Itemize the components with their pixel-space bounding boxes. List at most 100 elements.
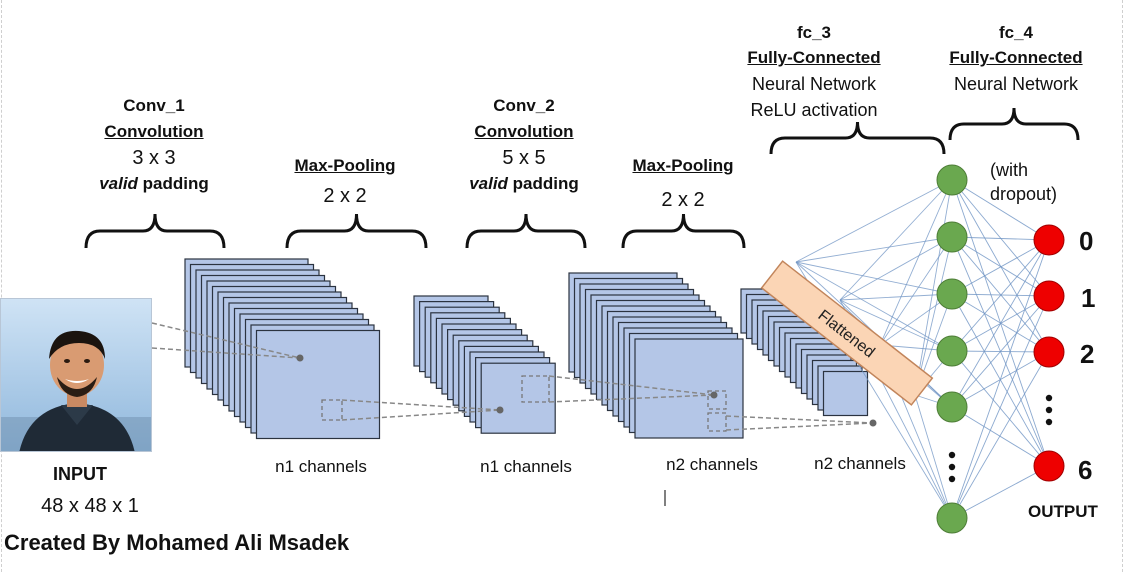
conv2-padding-text: padding — [507, 174, 579, 193]
connection-line — [795, 261, 953, 352]
conv1-feature-map-layer — [255, 329, 381, 440]
connection-line — [951, 351, 1050, 519]
connection-line — [914, 394, 953, 519]
brace-fc3 — [769, 121, 946, 155]
brace-conv1 — [84, 213, 226, 249]
fc4-type: Fully-Connected — [949, 48, 1083, 67]
projection-line — [151, 347, 301, 359]
projection-line — [341, 409, 501, 421]
connection-line — [839, 236, 953, 301]
fc3-type: Fully-Connected — [747, 48, 881, 67]
connection-line — [795, 236, 953, 263]
receptive-field-box — [321, 399, 343, 421]
connection-line — [951, 239, 1050, 408]
connection-line — [951, 239, 1050, 352]
ellipsis-dot — [948, 463, 956, 471]
projection-point — [710, 391, 718, 399]
ellipsis-dot — [1045, 406, 1053, 414]
connection-line — [914, 179, 953, 396]
connection-line — [951, 295, 1050, 408]
channels-caption-pool1: n1 channels — [480, 457, 572, 476]
pool1-size: 2 x 2 — [323, 185, 367, 207]
connection-line — [839, 299, 953, 352]
projection-point — [496, 406, 504, 414]
connection-line — [795, 261, 953, 295]
connection-line — [951, 406, 1050, 467]
conv2-feature-map-layer — [634, 338, 744, 439]
receptive-field-box — [521, 375, 550, 403]
input-label: INPUT — [53, 464, 107, 484]
connection-line — [879, 236, 953, 346]
right-border — [1122, 0, 1123, 572]
hidden-neuron — [936, 278, 968, 310]
channels-caption-conv1: n1 channels — [275, 457, 367, 476]
fc3-line2: ReLU activation — [750, 100, 878, 120]
receptive-field-box — [707, 412, 727, 432]
hidden-neuron — [936, 221, 968, 253]
connection-line — [951, 465, 1050, 519]
output-digit-1: 1 — [1081, 283, 1096, 313]
hidden-neuron — [936, 164, 968, 196]
dropout-note-line2: dropout) — [990, 184, 1058, 204]
output-label: OUTPUT — [1028, 502, 1098, 521]
connection-line — [951, 295, 1050, 519]
connection-line — [951, 239, 1050, 295]
projection-line — [725, 422, 874, 431]
flattened-bar — [760, 260, 934, 406]
projection-line — [341, 399, 501, 411]
pool1-type: Max-Pooling — [294, 156, 396, 175]
conv2-kernel: 5 x 5 — [502, 147, 546, 169]
output-neuron — [1033, 450, 1065, 482]
connection-line — [839, 179, 953, 301]
dropout-note-line1: (with — [990, 160, 1029, 180]
conv1-name: Conv_1 — [123, 96, 185, 115]
pool2-feature-map-layer — [822, 370, 869, 417]
conv1-kernel: 3 x 3 — [132, 147, 176, 169]
input-shape: 48 x 48 x 1 — [41, 495, 139, 517]
brace-fc4 — [948, 107, 1080, 141]
connection-line — [951, 239, 1050, 519]
hidden-neuron — [936, 391, 968, 423]
conv2-padding: valid padding — [454, 171, 594, 197]
connection-line — [951, 236, 1050, 241]
output-digit-2: 2 — [1080, 339, 1095, 369]
channels-caption-conv2: n2 channels — [666, 455, 758, 474]
projection-line — [548, 375, 715, 396]
conv2-type: Convolution — [474, 122, 574, 141]
ellipsis-dot — [948, 475, 956, 483]
left-border — [1, 0, 2, 572]
conv1-padding-keyword: valid — [99, 174, 138, 193]
connection-line — [951, 179, 1050, 297]
output-neuron — [1033, 336, 1065, 368]
pool1-feature-map-layer — [480, 362, 556, 434]
output-digit-0: 0 — [1079, 226, 1094, 256]
conv1-type: Convolution — [104, 122, 204, 141]
receptive-field-box — [707, 390, 727, 410]
projection-line — [548, 394, 715, 403]
brace-pool1 — [285, 213, 428, 249]
projection-point — [869, 419, 877, 427]
output-digit-6: 6 — [1078, 455, 1093, 485]
fc3-line1: Neural Network — [751, 74, 877, 94]
conv2-name: Conv_2 — [493, 96, 555, 115]
person-portrait-icon — [1, 299, 151, 451]
hidden-neuron — [936, 335, 968, 367]
connection-line — [951, 350, 1050, 467]
projection-point — [296, 354, 304, 362]
projection-line — [151, 322, 301, 359]
input-photo — [0, 298, 152, 452]
brace-conv2 — [465, 213, 587, 249]
conv1-padding-text: padding — [137, 174, 209, 193]
ellipsis-dot — [948, 451, 956, 459]
pool2-type: Max-Pooling — [632, 156, 734, 175]
connection-line — [795, 179, 953, 263]
connection-line — [951, 179, 1050, 241]
fc3-name: fc_3 — [796, 23, 832, 42]
hidden-neuron — [936, 502, 968, 534]
connection-line — [839, 293, 953, 301]
connection-line — [879, 179, 953, 346]
output-neuron — [1033, 280, 1065, 312]
ellipsis-dot — [1045, 418, 1053, 426]
